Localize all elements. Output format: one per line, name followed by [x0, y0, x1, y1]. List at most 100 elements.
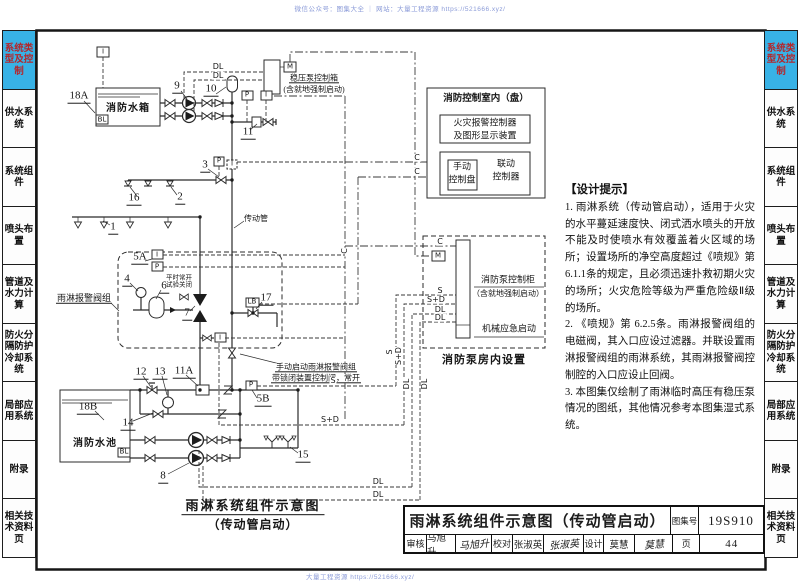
- approval-name: 莫慧: [603, 535, 634, 552]
- diagram-label: 平时常开: [166, 274, 192, 283]
- diagram-label: 消防水箱: [106, 102, 150, 114]
- diagram-label: I: [155, 250, 159, 259]
- diagram-label: I: [101, 47, 105, 56]
- diagram-label: I: [264, 90, 268, 99]
- diagram-label: DL: [419, 378, 430, 390]
- title-block: 雨淋系统组件示意图（传动管启动） 图集号 19S910 审核马旭升马旭升校对张淑…: [403, 505, 765, 554]
- diagram-label: 6: [159, 279, 169, 294]
- diagram-label: C: [339, 248, 350, 254]
- sidebar-tab-8: 相关技术资料页: [764, 498, 798, 558]
- diagram-label: C: [436, 236, 444, 247]
- diagram-label: 18B: [76, 400, 100, 415]
- junction-dots: [138, 101, 300, 442]
- diagram-label: 消防水池: [73, 437, 117, 449]
- approval-name: 马旭升: [426, 535, 455, 552]
- sidebar-tab-5: 防火分隔防护冷却系统: [764, 322, 798, 383]
- diagram-label: 传动管: [244, 213, 268, 224]
- approval-signature: 张淑英: [543, 535, 583, 552]
- diagram-label: 试验关闭: [166, 281, 192, 290]
- diagram-label: 带锁闭装置控制阀，常开: [271, 373, 361, 384]
- diagram-label: 14: [120, 416, 136, 431]
- pump-control-cabinet: [455, 239, 471, 339]
- fire-pump-icon: [187, 449, 205, 467]
- fire-pool-18b: [59, 389, 131, 463]
- sidebar-tab-3: 喷头布置: [764, 205, 798, 266]
- design-note-paragraph: 2. 《喷规》第 6.2.5条。雨淋报警阀组的电磁阀，其入口应设过滤器。并联设置…: [565, 319, 755, 381]
- pressure-vessel-10: [226, 75, 238, 93]
- diagram-label: 消防泵房内设置: [442, 354, 526, 367]
- diagram-label: S+D: [393, 347, 404, 365]
- diagram-label: S: [436, 285, 444, 296]
- approval-signature: 莫慧: [634, 535, 672, 552]
- sidebar-tab-5: 防火分隔防护冷却系统: [2, 322, 36, 383]
- diagram-label: 雨淋报警阀组: [55, 292, 113, 305]
- diagram-label: I: [230, 159, 234, 168]
- leader-lines: [83, 86, 299, 475]
- approval-role: 设计: [583, 535, 603, 552]
- diagram-label: 10: [203, 82, 219, 97]
- sidebar-tab-7: 附录: [764, 439, 798, 500]
- diagram-label: 4: [122, 272, 132, 287]
- diagram-label: 3: [200, 158, 210, 173]
- diagram-label: 13: [152, 365, 168, 380]
- diagram-label: S+D: [320, 414, 340, 425]
- sidebar-tab-2: 系统组件: [764, 147, 798, 207]
- diagram-label: DL: [433, 312, 447, 323]
- signature: 莫慧: [643, 539, 665, 552]
- approval-role: 校对: [491, 535, 512, 552]
- diagram-label: 联动: [496, 158, 516, 169]
- diagram-label: 9: [172, 79, 182, 94]
- diagram-label: 12: [133, 365, 149, 380]
- diagram-label: （传动管启动）: [207, 517, 299, 532]
- diagram-label: 8: [158, 469, 168, 484]
- flow-device-11: [251, 116, 262, 128]
- diagram-label: BL: [97, 115, 107, 124]
- sidebar-tab-7: 附录: [2, 439, 36, 500]
- vessel-6: [148, 296, 165, 319]
- diagram-label: 18A: [67, 89, 91, 104]
- diagram-label: 及图形显示装置: [453, 130, 517, 141]
- diagram-label: 稳压泵控制箱: [289, 73, 339, 84]
- bypass-assembly: [130, 380, 299, 449]
- gauge-13: [162, 396, 174, 409]
- jockey-pump-control-box: [241, 59, 297, 101]
- diagram-label: DL: [211, 70, 225, 81]
- diagram-label: 手动: [452, 161, 472, 172]
- sidebar-tab-4: 管道及水力计算: [2, 264, 36, 324]
- diagram-label: 火灾报警控制器: [453, 117, 517, 128]
- sidebar-tab-4: 管道及水力计算: [764, 264, 798, 324]
- design-note-paragraph: 1. 雨淋系统（传动管启动），适用于火灾的水平蔓延速度快、闭式洒水喷头的开放不能…: [565, 201, 755, 314]
- diagram-label: 消防控制室内（盘）: [443, 94, 529, 105]
- fire-pump-icon: [187, 431, 205, 449]
- diagram-label: M: [434, 251, 442, 260]
- diagram-label: 5A: [131, 250, 149, 265]
- diagram-label: LB: [247, 297, 257, 306]
- approval-role: 审核: [406, 539, 425, 549]
- atlas-no-label: 图集号: [670, 507, 698, 534]
- watermark-top: 微信公众号：图集大全 ｜ 网站：大量工程资源 https://521666.xy…: [294, 6, 506, 13]
- diagram-label: DL: [371, 489, 385, 500]
- diagram-label: 机械应急启动: [481, 323, 537, 334]
- diagram-label: DL: [401, 378, 412, 390]
- sidebar-tab-6: 局部应用系统: [764, 381, 798, 441]
- device-11a: [195, 384, 210, 396]
- diagram-label: 手动启动雨淋报警阀组: [275, 362, 357, 373]
- watermark-bottom: 大量工程资源 https://521666.xyz/: [306, 574, 415, 581]
- approval-signature: 马旭升: [455, 535, 491, 552]
- diagram-label: 7: [182, 306, 192, 321]
- open-nozzle-branch: [72, 216, 201, 390]
- diagram-label: S: [329, 375, 337, 386]
- sidebar-right: 系统类型及控制供水系统系统组件喷头布置管道及水力计算防火分隔防护冷却系统局部应用…: [764, 30, 798, 558]
- diagram-label: P: [244, 90, 250, 99]
- sidebar-tab-1: 供水系统: [2, 88, 36, 149]
- atlas-number: 19S910: [698, 507, 763, 534]
- signature: 张淑英: [548, 538, 580, 552]
- diagram-label: 16: [126, 191, 142, 206]
- diagram-label: I: [218, 333, 222, 342]
- diagram-label: 15: [295, 448, 311, 463]
- diagram-label: （含就地强制启动）: [472, 288, 544, 299]
- diagram-label: 2: [175, 190, 185, 205]
- page-number: 44: [699, 535, 763, 552]
- diagram-label: 消防泵控制柜: [480, 274, 536, 285]
